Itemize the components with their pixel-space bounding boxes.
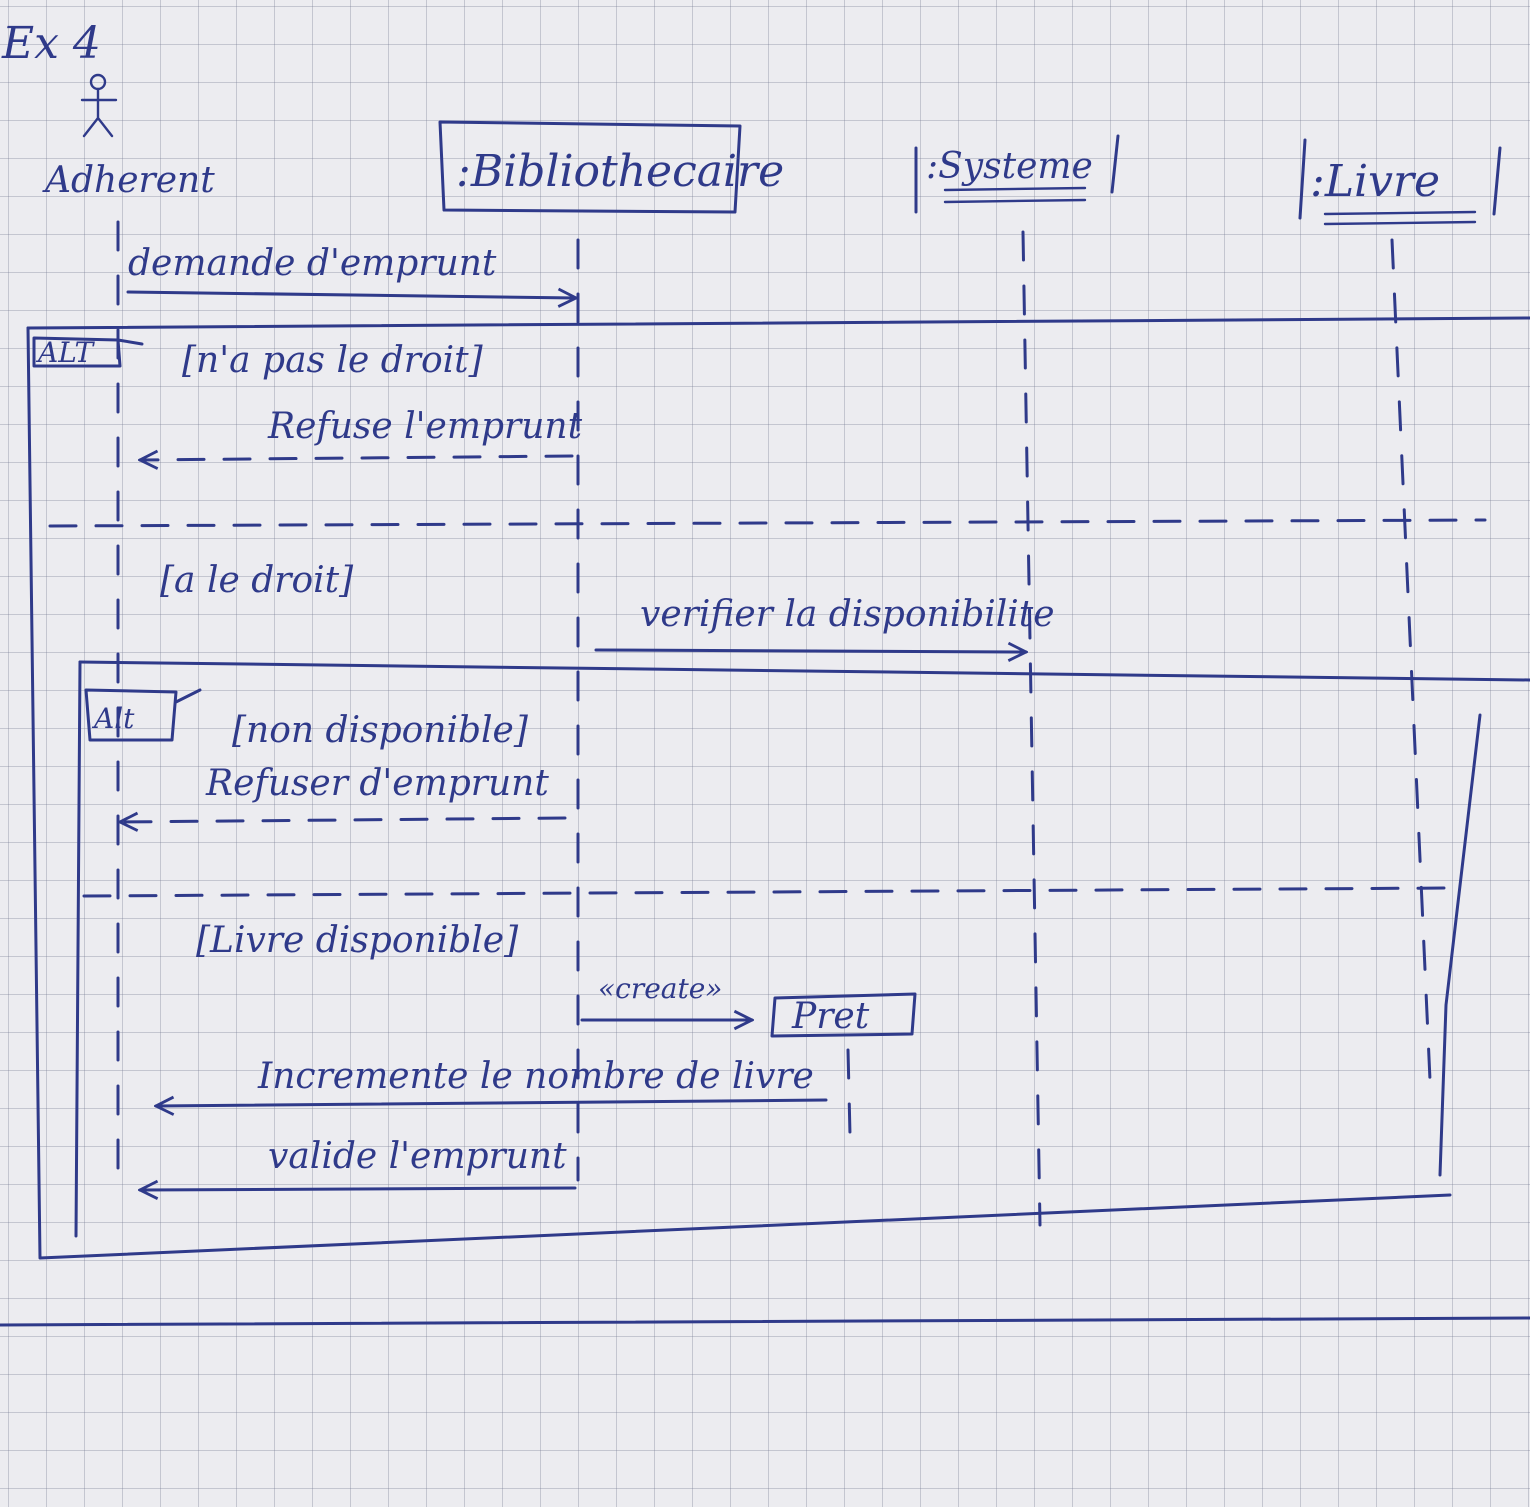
lifeline-head-systeme: :Systeme (914, 134, 1120, 214)
exercise-label: Ex 4 (1, 18, 101, 69)
lifeline-label-bibliothecaire: :Bibliothecaire (456, 146, 784, 197)
message-label-create: «create» (598, 972, 722, 1005)
message-label-check: verifier la disponibilite (640, 594, 1055, 635)
lifeline-systeme (1021, 230, 1042, 1227)
outer-guard-2: [a le droit] (160, 560, 354, 601)
inner-fragment-top (78, 660, 1530, 682)
inner-guard-2: [Livre disponible] (196, 920, 519, 961)
actor-name: Adherent (42, 160, 215, 201)
outer-fragment-top (26, 316, 1530, 330)
lifeline-pret (846, 1048, 852, 1137)
outer-fragment-frame (26, 326, 1452, 1260)
message-arrow-validate (140, 1188, 577, 1190)
message-label-request: demande d'emprunt (128, 243, 497, 284)
created-object-label: Pret (791, 996, 870, 1037)
lifeline-head-livre: :Livre (1298, 138, 1502, 226)
message-label-incr: Incremente le nombre de livre (257, 1056, 814, 1097)
inner-operator-tab (84, 688, 202, 742)
actor-icon (80, 73, 118, 138)
lifeline-livre (1390, 238, 1432, 1082)
outer-operator-tab (32, 336, 144, 368)
outer-separator (48, 518, 1487, 528)
page-bottom-rule (0, 1316, 1530, 1327)
message-arrow-check (594, 650, 1026, 652)
outer-operator-label: ALT (35, 336, 96, 369)
inner-fragment-left (74, 660, 82, 1238)
lifeline-label-systeme: :Systeme (926, 146, 1093, 187)
created-object-box (770, 992, 917, 1038)
message-arrow-incr (156, 1100, 828, 1106)
lifeline-label-livre: :Livre (1310, 156, 1440, 207)
message-label-refuse-2: Refuser d'emprunt (205, 763, 549, 804)
inner-separator (82, 886, 1452, 898)
message-arrow-request (126, 292, 576, 298)
inner-guard-1: [non disponible] (232, 710, 529, 751)
inner-fragment-right (1438, 713, 1482, 1177)
message-arrow-refuse-2 (120, 818, 567, 822)
outer-guard-1: [n'a pas le droit] (182, 340, 484, 381)
inner-operator-label: Alt (91, 702, 135, 735)
message-arrow-refuse-1 (140, 456, 574, 460)
message-label-refuse-1: Refuse l'emprunt (267, 406, 583, 447)
lifeline-head-bibliothecaire: :Bibliothecaire (438, 120, 784, 214)
message-label-validate: valide l'emprunt (268, 1136, 567, 1177)
